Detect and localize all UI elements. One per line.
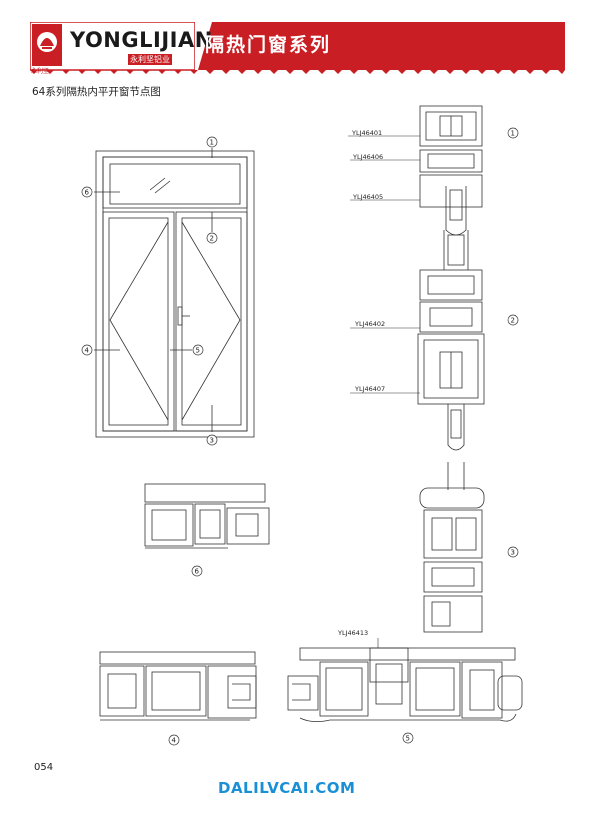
section-6	[144, 483, 270, 549]
callout-3: 3	[210, 437, 214, 445]
section-label-3: 3	[511, 549, 515, 557]
callout-2: 2	[210, 235, 214, 243]
callout-6: 6	[85, 189, 90, 197]
brand-logo-icon	[32, 24, 62, 66]
callout-1: 1	[210, 139, 214, 147]
profile-label-ylj46413: YLJ46413	[338, 629, 369, 637]
profile-label-ylj46406: YLJ46406	[353, 153, 384, 161]
series-title: 隔热门窗系列	[205, 34, 332, 56]
brand-name: YONGLIJIAN	[70, 28, 213, 52]
section-5	[287, 647, 523, 722]
section-label-1: 1	[511, 130, 515, 138]
profile-label-ylj46405: YLJ46405	[353, 193, 384, 201]
logo-caption: 永利坚	[31, 68, 50, 75]
watermark: DALILVCAI.COM	[218, 779, 356, 797]
section-label-4: 4	[172, 737, 177, 745]
section-label-2: 2	[511, 317, 515, 325]
section-label-6: 6	[195, 568, 200, 576]
door-elevation	[95, 150, 255, 438]
profile-label-ylj46401: YLJ46401	[352, 129, 383, 137]
page-title: 64系列隔热内平开窗节点图	[32, 86, 161, 98]
callout-4: 4	[85, 347, 90, 355]
profile-label-ylj46402: YLJ46402	[355, 320, 386, 328]
section-label-5: 5	[406, 735, 410, 743]
page-number: 054	[34, 762, 54, 773]
vertical-section-1-2	[417, 105, 485, 633]
section-4	[99, 651, 257, 721]
header-banner	[30, 22, 565, 74]
profile-label-ylj46407: YLJ46407	[355, 385, 386, 393]
callout-5: 5	[196, 347, 200, 355]
brand-chinese-name: 永利坚铝业	[128, 54, 172, 65]
